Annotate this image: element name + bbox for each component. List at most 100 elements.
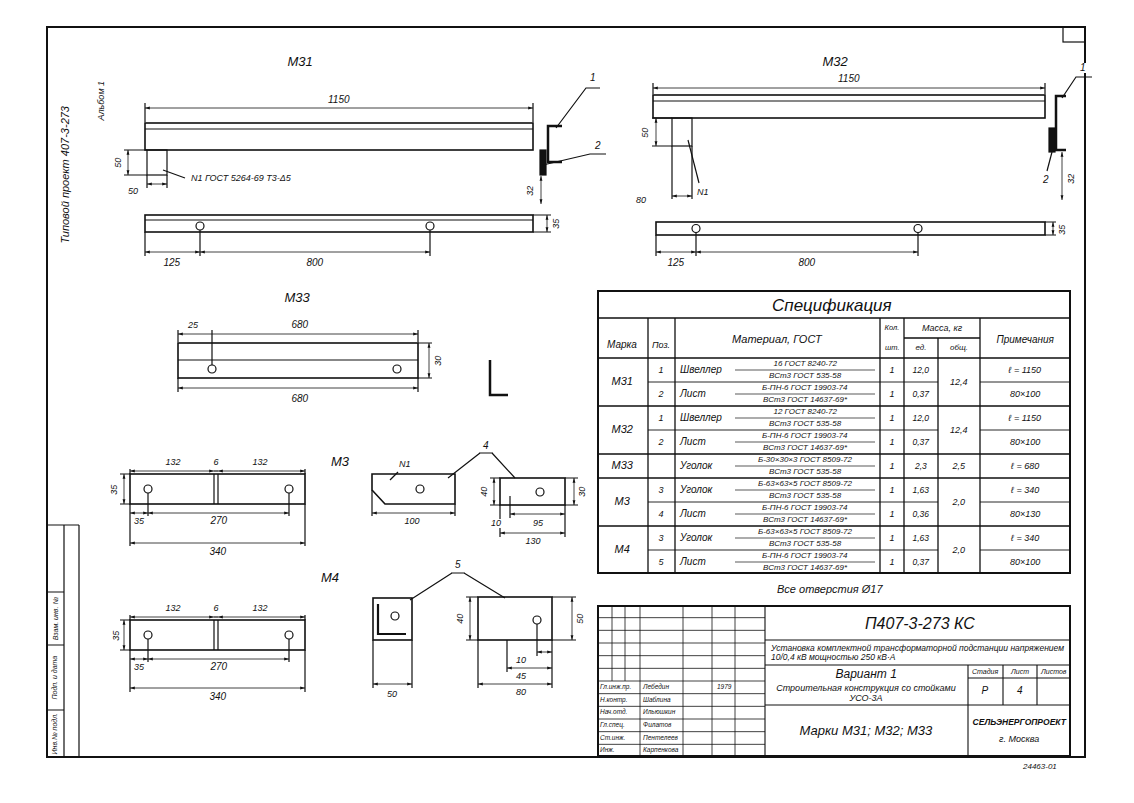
part-m32: [653, 88, 1045, 89]
dimension-text: 30: [578, 485, 587, 497]
dimension-text: 25: [187, 321, 199, 330]
dimension-text: 130: [525, 537, 542, 546]
part-m3: [500, 533, 565, 534]
part-m4: [130, 615, 305, 620]
weld-mark: N1: [398, 460, 412, 469]
signature-text: Пентелеев: [642, 735, 679, 742]
part-mark: М31: [611, 376, 634, 388]
title-block-text: Лист: [1010, 668, 1030, 675]
part-m33: [429, 343, 430, 378]
part-m4: [124, 620, 125, 650]
table-cell: Швеллер: [679, 365, 723, 376]
table-cell: 2: [658, 390, 665, 399]
dimension-text: 32: [1067, 172, 1076, 184]
table-cell: ВСт3 ГОСТ 535-58: [768, 420, 842, 428]
part-m31: [196, 222, 204, 230]
part-m32: [1047, 152, 1052, 171]
part-m31: [145, 215, 533, 232]
part-m32: [672, 146, 692, 199]
table-cell: 2: [658, 438, 665, 447]
part-m4: [478, 597, 552, 640]
heading-text: Спецификация: [770, 297, 894, 316]
table-cell: ВСт3 ГОСТ 535-58: [768, 540, 842, 548]
signature-text: Гл.спец.: [599, 722, 626, 729]
part-m32: [656, 252, 696, 253]
part-m32: [656, 118, 657, 146]
sheet-frame: [47, 27, 1085, 757]
table-cell: ℓ = 1150: [1008, 414, 1043, 423]
table-cell: Б-ПН-6 ГОСТ 19903-74: [761, 552, 849, 560]
part-m31: [124, 150, 147, 175]
part-m4: [470, 597, 471, 640]
sheet-frame: [47, 27, 1085, 757]
dimension-text: 45: [515, 672, 527, 681]
table-cell: Б-ПН-6 ГОСТ 19903-74: [761, 504, 849, 512]
part-m3: [285, 485, 293, 493]
part-m4: [130, 639, 305, 692]
table-cell: 80×100: [1009, 558, 1041, 567]
part-m33: [178, 359, 418, 360]
callout-number: 5: [454, 560, 462, 571]
table-cell: Уголок: [679, 533, 713, 544]
part-m32: [1045, 222, 1056, 235]
part-m32: [653, 100, 1045, 101]
dimension-text: 40: [480, 485, 489, 497]
part-m4: [214, 620, 218, 650]
part-m3: [372, 474, 455, 504]
dimension-text: 80: [635, 196, 647, 205]
dimension-text: 35: [112, 629, 121, 641]
part-m3: [214, 470, 218, 471]
callout-number: 1: [589, 73, 597, 84]
table-cell: Б-30×30×3 ГОСТ 8509-72: [757, 456, 853, 464]
table-cell: 12 ГОСТ 8240-72: [773, 408, 838, 416]
part-m4: [478, 684, 552, 685]
part-m31: [533, 215, 551, 232]
part-mark: М31: [287, 55, 314, 69]
signature-text: Шаблина: [642, 697, 672, 704]
part-m31: [145, 108, 533, 109]
dimension-text: 100: [404, 517, 421, 526]
title-block-grid: [612, 605, 735, 757]
part-m33: [490, 360, 508, 395]
part-m32: [652, 118, 672, 146]
title-block-grid: [597, 605, 1071, 757]
table-cell: Лист: [679, 437, 707, 448]
signature-text: Н.контр.: [599, 697, 629, 704]
note-text: Все отверстия Ø17: [776, 584, 884, 596]
part-m32: [653, 83, 1045, 94]
part-m3: [214, 474, 218, 504]
part-m4: [120, 573, 576, 692]
table-grid: [597, 318, 1071, 574]
table-cell: 1: [889, 414, 896, 423]
sheet-code: 24463-01: [1022, 763, 1058, 771]
table-cell: 12,0: [912, 414, 931, 423]
part-m32: [653, 95, 1045, 118]
part-m4: [478, 624, 552, 688]
table-cell: 4: [658, 510, 665, 519]
part-m33: [178, 343, 418, 378]
table-cell: 0,37: [912, 558, 931, 567]
table-cell: Б-63×63×5 ГОСТ 8509-72: [757, 480, 853, 488]
table-cell: 1: [889, 366, 896, 375]
part-m4: [572, 597, 573, 640]
signature-text: Ильюшкин: [642, 709, 676, 716]
callout-number: 4: [482, 441, 490, 452]
table-cell: 2,0: [952, 498, 967, 507]
table-cell: 1: [889, 510, 896, 519]
table-cell: Уголок: [679, 485, 713, 496]
part-m3: [416, 485, 424, 493]
part-m31: [540, 150, 546, 175]
table-cell: ℓ = 680: [1010, 462, 1040, 471]
signature-text: Лебедин: [642, 684, 670, 691]
table-cell: 2,3: [914, 462, 928, 471]
dimension-text: 95: [532, 519, 544, 528]
part-m33: [418, 343, 432, 378]
part-m3: [510, 514, 565, 515]
part-m3: [130, 543, 305, 544]
title-block-text: Марки М31; М32; М33: [799, 724, 934, 738]
part-m31: [147, 175, 167, 188]
table-cell: Поз.: [651, 341, 671, 350]
part-m4: [373, 598, 412, 640]
part-m31: [147, 150, 167, 175]
dimension-text: 270: [210, 516, 229, 527]
